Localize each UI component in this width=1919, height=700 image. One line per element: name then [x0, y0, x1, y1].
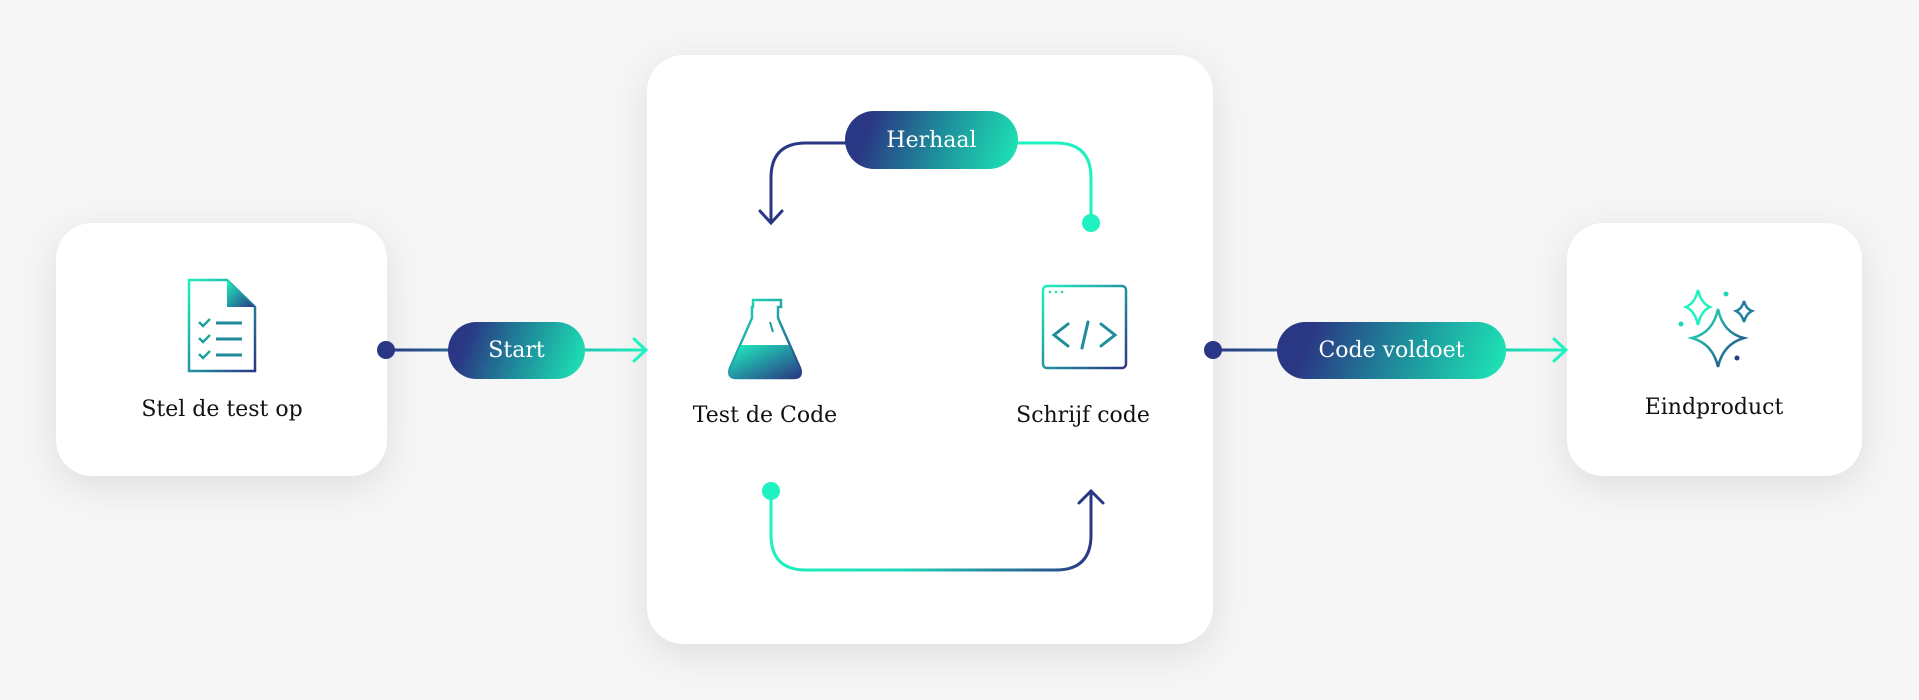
arrow-right-icon — [632, 337, 649, 363]
connector-dot — [1082, 214, 1100, 232]
passes-pill: Code voldoet — [1277, 322, 1506, 379]
flask-icon — [728, 298, 802, 380]
write-step-label: Schrijf code — [1016, 403, 1150, 428]
start-pill-label: Start — [488, 338, 545, 363]
code-window-icon — [1041, 284, 1128, 370]
setup-card — [56, 223, 387, 476]
arrow-up-icon — [1077, 488, 1105, 505]
test-to-write-loop — [762, 482, 1105, 572]
passes-pill-label: Code voldoet — [1318, 338, 1465, 363]
repeat-pill-label: Herhaal — [886, 127, 977, 153]
repeat-loop — [758, 141, 1100, 232]
final-step-label: Eindproduct — [1644, 395, 1784, 420]
repeat-pill: Herhaal — [845, 111, 1018, 169]
checklist-document-icon — [187, 278, 257, 373]
test-step-label: Test de Code — [692, 403, 838, 428]
start-pill: Start — [448, 322, 585, 379]
arrow-down-icon — [758, 209, 784, 226]
arrow-right-icon — [1552, 337, 1569, 363]
connector-dot — [1204, 341, 1222, 359]
final-card — [1567, 223, 1862, 476]
setup-step-label: Stel de test op — [141, 397, 303, 422]
connector-dot — [377, 341, 395, 359]
sparkles-icon — [1678, 289, 1756, 368]
connector-dot — [762, 482, 780, 500]
